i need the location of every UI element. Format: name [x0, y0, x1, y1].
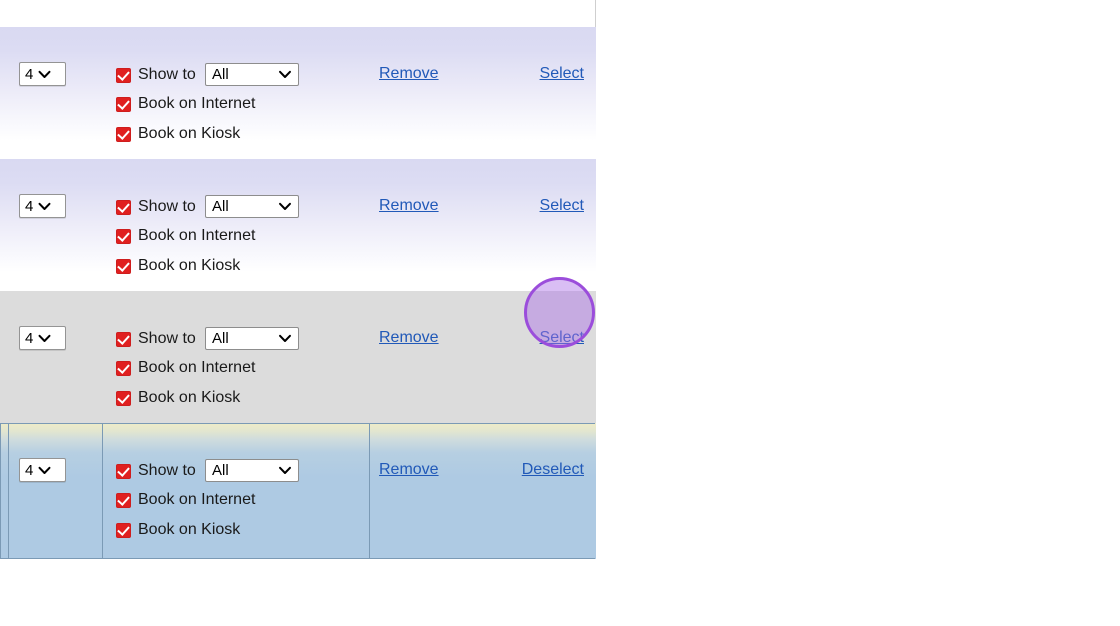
book-on-internet-checkbox[interactable]: [116, 360, 131, 376]
quantity-select[interactable]: 4: [19, 326, 66, 350]
show-to-label: Show to: [138, 66, 196, 83]
chevron-down-icon: [38, 466, 51, 475]
book-internet-line: Book on Internet: [116, 491, 255, 509]
show-to-checkbox[interactable]: [116, 67, 131, 83]
chevron-down-icon: [38, 334, 51, 343]
show-to-checkbox[interactable]: [116, 199, 131, 215]
book-on-internet-label: Book on Internet: [138, 95, 256, 112]
row-background: 4 Show to All Book on: [0, 291, 596, 423]
show-to-line: Show to: [116, 330, 196, 348]
quantity-value: 4: [25, 197, 34, 215]
remove-link[interactable]: Remove: [379, 197, 439, 214]
show-to-audience-value: All: [212, 66, 229, 83]
book-kiosk-line: Book on Kiosk: [116, 521, 240, 539]
selected-row-cells: [0, 423, 596, 559]
options-cell: [103, 423, 370, 559]
show-to-checkbox[interactable]: [116, 331, 131, 347]
chevron-down-icon: [278, 198, 292, 215]
row-background: 4 Show to All Book on: [0, 159, 596, 291]
book-on-internet-checkbox[interactable]: [116, 228, 131, 244]
show-to-line: Show to: [116, 66, 196, 84]
show-to-audience-select[interactable]: All: [205, 459, 299, 482]
book-on-kiosk-checkbox[interactable]: [116, 522, 131, 538]
table-row[interactable]: 4 Show to All Book on: [0, 291, 596, 423]
show-to-audience-select[interactable]: All: [205, 195, 299, 218]
quantity-cell: [9, 423, 103, 559]
table-row[interactable]: 4 Show to All Book on: [0, 159, 596, 291]
quantity-value: 4: [25, 461, 34, 479]
book-on-kiosk-label: Book on Kiosk: [138, 389, 241, 406]
book-on-kiosk-label: Book on Kiosk: [138, 125, 241, 142]
book-on-kiosk-label: Book on Kiosk: [138, 257, 241, 274]
select-link[interactable]: Select: [539, 65, 584, 82]
show-to-audience-select[interactable]: All: [205, 63, 299, 86]
remove-link[interactable]: Remove: [379, 65, 439, 82]
table-row[interactable]: 4 Show to All Book on: [0, 27, 596, 159]
quantity-select[interactable]: 4: [19, 62, 66, 86]
book-on-internet-label: Book on Internet: [138, 227, 256, 244]
row-background: 4 Show to All Book on: [0, 423, 596, 559]
book-kiosk-line: Book on Kiosk: [116, 125, 240, 143]
book-on-kiosk-label: Book on Kiosk: [138, 521, 241, 538]
quantity-select[interactable]: 4: [19, 458, 66, 482]
show-to-label: Show to: [138, 462, 196, 479]
actions-cell: [370, 423, 595, 559]
show-to-audience-value: All: [212, 330, 229, 347]
chevron-down-icon: [38, 70, 51, 79]
chevron-down-icon: [38, 202, 51, 211]
remove-link[interactable]: Remove: [379, 329, 439, 346]
book-kiosk-line: Book on Kiosk: [116, 389, 240, 407]
book-internet-line: Book on Internet: [116, 359, 255, 377]
remove-link[interactable]: Remove: [379, 461, 439, 478]
quantity-value: 4: [25, 65, 34, 83]
chevron-down-icon: [278, 330, 292, 347]
book-on-internet-label: Book on Internet: [138, 359, 256, 376]
show-to-audience-select[interactable]: All: [205, 327, 299, 350]
show-to-audience-value: All: [212, 462, 229, 479]
show-to-audience-value: All: [212, 198, 229, 215]
book-kiosk-line: Book on Kiosk: [116, 257, 240, 275]
book-on-internet-checkbox[interactable]: [116, 492, 131, 508]
chevron-down-icon: [278, 462, 292, 479]
book-on-internet-label: Book on Internet: [138, 491, 256, 508]
book-on-kiosk-checkbox[interactable]: [116, 390, 131, 406]
quantity-value: 4: [25, 329, 34, 347]
chevron-down-icon: [278, 66, 292, 83]
book-internet-line: Book on Internet: [116, 227, 255, 245]
book-on-kiosk-checkbox[interactable]: [116, 258, 131, 274]
select-link[interactable]: Select: [539, 197, 584, 214]
book-internet-line: Book on Internet: [116, 95, 255, 113]
row-marker-cell: [0, 423, 9, 559]
rows-table: 4 Show to All Book on: [0, 0, 596, 559]
select-link[interactable]: Select: [539, 329, 584, 346]
table-top-spacer: [0, 0, 595, 27]
show-to-line: Show to: [116, 462, 196, 480]
quantity-select[interactable]: 4: [19, 194, 66, 218]
book-on-internet-checkbox[interactable]: [116, 96, 131, 112]
show-to-label: Show to: [138, 330, 196, 347]
show-to-label: Show to: [138, 198, 196, 215]
table-row-selected[interactable]: 4 Show to All Book on: [0, 423, 596, 559]
show-to-checkbox[interactable]: [116, 463, 131, 479]
row-background: 4 Show to All Book on: [0, 27, 596, 159]
book-on-kiosk-checkbox[interactable]: [116, 126, 131, 142]
deselect-link[interactable]: Deselect: [521, 461, 584, 478]
show-to-line: Show to: [116, 198, 196, 216]
